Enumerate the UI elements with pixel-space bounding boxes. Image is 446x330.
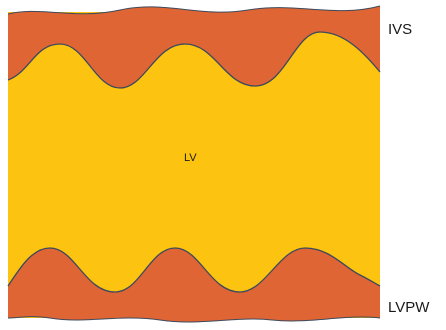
- ivs-label: IVS: [388, 21, 412, 38]
- lvpw-label: LVPW: [388, 299, 430, 316]
- lvpw-wall: [8, 248, 380, 322]
- lv-label: LV: [184, 152, 197, 164]
